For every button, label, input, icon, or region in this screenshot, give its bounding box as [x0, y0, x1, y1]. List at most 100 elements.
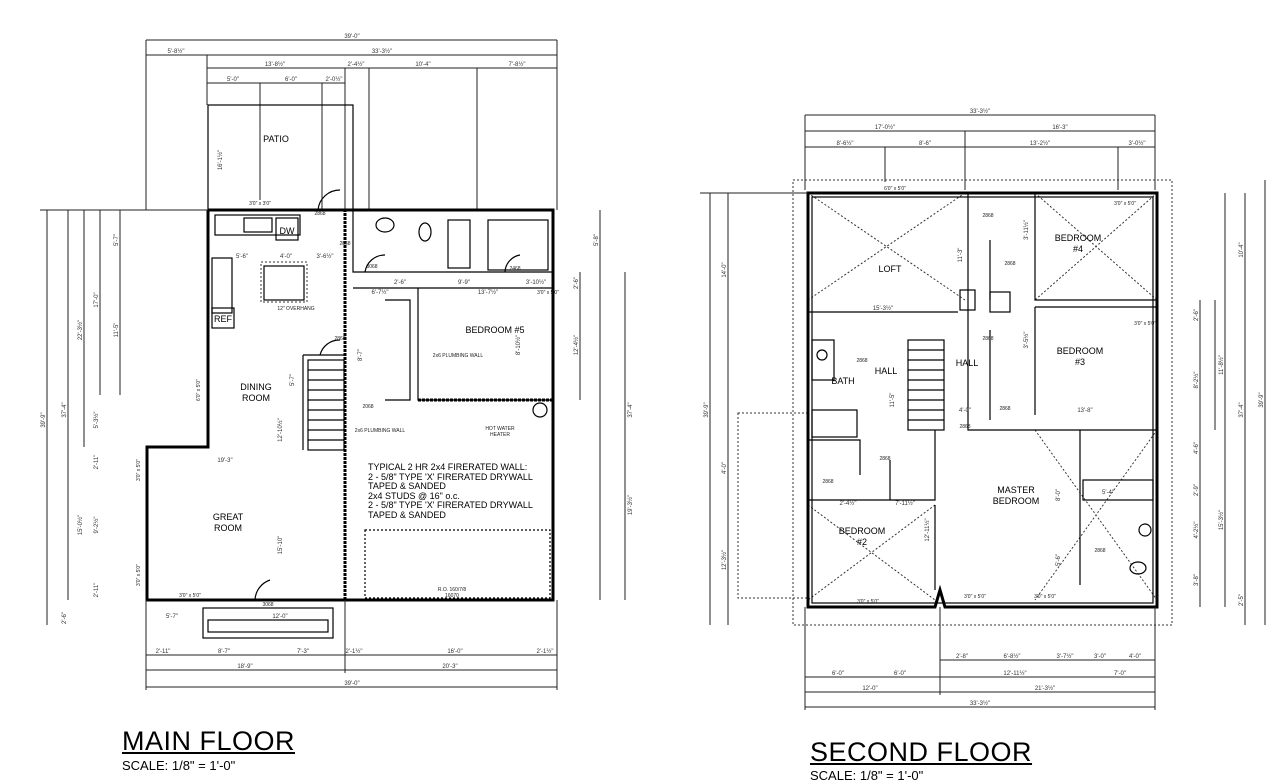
- window-label: 3'0" x 5'0": [1034, 594, 1056, 600]
- door-label: 2868: [1094, 548, 1105, 554]
- dim-label: 15'-0½": [77, 515, 84, 535]
- dim-label: 2'-1½": [346, 648, 363, 655]
- dim-label: 16'-1½": [217, 150, 224, 170]
- dim-label: 21'-3½": [1035, 685, 1055, 692]
- room-label-bedroom-3: BEDROOM: [1057, 346, 1104, 356]
- second-fixtures: [811, 289, 1154, 575]
- dim-label: 10'-4": [1239, 242, 1245, 257]
- dim-label: 3'-10½": [526, 279, 546, 286]
- main-bottom-dimensions: 2'-11" 8'-7" 7'-3" 2'-1½" 16'-0" 2'-1½" …: [145, 600, 558, 690]
- dim-label: 2'-0½": [326, 76, 343, 83]
- dim-label: 37'-4": [628, 402, 634, 417]
- front-porch: [202, 607, 334, 639]
- door-label: 2868: [982, 213, 993, 219]
- door-label: 2868: [334, 336, 345, 342]
- second-left-dimensions: 39'-9" 14'-0" 4'-0" 12'-3½": [700, 192, 808, 625]
- dim-label: 7'-8½": [509, 61, 526, 68]
- svg-text:2 - 5/8" TYPE 'X' FIRERATED DR: 2 - 5/8" TYPE 'X' FIRERATED DRYWALL: [368, 472, 533, 482]
- dim-label: 13'-7½": [478, 289, 498, 296]
- dim-label: 3'-7½": [1057, 653, 1074, 660]
- dim-label: 13'-2½": [1030, 140, 1050, 147]
- door-label: 3068: [366, 264, 377, 270]
- window-label: 3'0" x 5'0": [179, 593, 201, 599]
- window-label: 3'0" x 5'0": [136, 564, 142, 586]
- window-label: 6'0" x 5'0": [884, 186, 906, 192]
- dim-label: 6'-0": [894, 671, 906, 677]
- sink-icon: [243, 217, 273, 233]
- dim-label: 2'-8": [956, 654, 968, 660]
- second-interior-walls: [808, 193, 1157, 590]
- door-label: 2868: [339, 241, 350, 247]
- dim-label: 3'-5½": [1023, 332, 1030, 349]
- window-label: 3'0" x 5'0": [964, 594, 986, 600]
- door-label: 2868: [879, 456, 890, 462]
- hot-water-heater-label: HOT WATER: [485, 426, 515, 432]
- second-floor-title: SECOND FLOOR: [810, 737, 1033, 767]
- door-label: 3068: [262, 602, 273, 608]
- dim-label: 39'-0": [344, 681, 359, 687]
- second-right-dimensions: 10'-4" 37'-4" 39'-9" 2'-6" 11'-8½" 8'-2½…: [1193, 180, 1266, 625]
- dim-label: 8'-7": [218, 649, 230, 655]
- dim-label: 12'-0": [862, 686, 877, 692]
- dim-label: 5'-7": [114, 234, 120, 246]
- dim-label: 12'-11½": [924, 518, 931, 541]
- second-bottom-dimensions: 2'-8" 6'-8½" 3'-7½" 3'-0" 4'-0" 6'-0" 6'…: [804, 607, 1156, 710]
- room-label-patio: PATIO: [263, 134, 289, 144]
- dim-label: 16'-3": [1052, 125, 1067, 131]
- overhang-label: 12" OVERHANG: [277, 306, 314, 312]
- dim-label: 4'-0": [959, 408, 971, 414]
- dim-label: 39'-9": [1259, 392, 1265, 407]
- main-top-dimensions: 39'-0" 5'-8½" 33'-3½" 13'-8½" 2'-4½" 10'…: [145, 34, 558, 210]
- plumbing-wall-label: 2x6 PLUMBING WALL: [355, 428, 406, 434]
- dim-label: 2'-6": [394, 280, 406, 286]
- dim-label: 5'-7": [290, 374, 296, 386]
- garage-door-label: 16070: [445, 593, 459, 599]
- dim-label: 37'-4": [1239, 402, 1245, 417]
- main-left-dimensions: 39'-9" 37'-4" 22'-3½" 17'-0" 5'-7" 11'-5…: [40, 209, 208, 625]
- dim-label: 2'-5": [1239, 594, 1245, 606]
- main-floor-title: MAIN FLOOR: [122, 726, 296, 756]
- room-label-master-bedroom: MASTER: [997, 485, 1035, 495]
- dim-label: 2'-4½": [348, 61, 365, 68]
- dim-label: 39'-9": [41, 412, 47, 427]
- room-label-hall: HALL: [956, 358, 979, 368]
- room-label-bedroom-3: #3: [1075, 357, 1085, 367]
- dim-label: 2'-11": [94, 583, 100, 598]
- door-label: 2868: [999, 406, 1010, 412]
- room-label-bedroom-2: BEDROOM: [839, 526, 886, 536]
- dim-label: 4'-6": [1194, 442, 1200, 454]
- dim-label: 39'-0": [344, 34, 359, 40]
- dim-label: 11'-5": [114, 323, 120, 338]
- window-label: 3'0" x 3'0": [249, 201, 271, 207]
- main-interior-walls: [147, 210, 553, 601]
- dim-label: 12'-10½": [277, 418, 284, 442]
- room-label-bedroom-5: BEDROOM #5: [465, 325, 524, 335]
- dim-label: 4'-2½": [1193, 522, 1200, 539]
- dim-label: 6'-7½": [372, 289, 389, 296]
- svg-text:2 - 5/8" TYPE 'X' FIRERATED DR: 2 - 5/8" TYPE 'X' FIRERATED DRYWALL: [368, 500, 533, 510]
- dim-label: 3'-11½": [1023, 220, 1030, 240]
- dim-label: 8'-2½": [1193, 372, 1200, 389]
- dim-label: 2'-4½": [840, 500, 857, 507]
- dim-label: 20'-3": [442, 664, 457, 670]
- dim-label: 9'-2½": [93, 517, 100, 534]
- main-stairs: [308, 369, 344, 441]
- svg-text:2x4 STUDS @ 16" o.c.: 2x4 STUDS @ 16" o.c.: [368, 491, 460, 501]
- window-label: 3'0" x 5'0": [136, 459, 142, 481]
- dim-label: 8'-7": [358, 349, 364, 361]
- dim-label: 7'-0": [1114, 671, 1126, 677]
- door-label: 2868: [959, 424, 970, 430]
- main-bath: [375, 217, 549, 418]
- dim-label: 6'-8½": [1004, 653, 1021, 660]
- dim-label: 5'-8½": [168, 48, 185, 55]
- dim-label: 22'-3½": [77, 320, 84, 340]
- dim-label: 7'-3": [297, 649, 309, 655]
- main-right-dimensions: 5'-8" 2'-6" 12'-4½" 37'-4" 19'-3½": [573, 210, 634, 600]
- door-label: 2868: [856, 358, 867, 364]
- main-floor-scale: SCALE: 1/8" = 1'-0": [122, 758, 236, 773]
- dim-label: 10'-4": [415, 62, 430, 68]
- patio-outline: [207, 104, 354, 211]
- dim-label: 15'-3½": [1218, 510, 1225, 530]
- dim-label: 3'-0": [1094, 654, 1106, 660]
- second-floor-scale: SCALE: 1/8" = 1'-0": [810, 768, 924, 783]
